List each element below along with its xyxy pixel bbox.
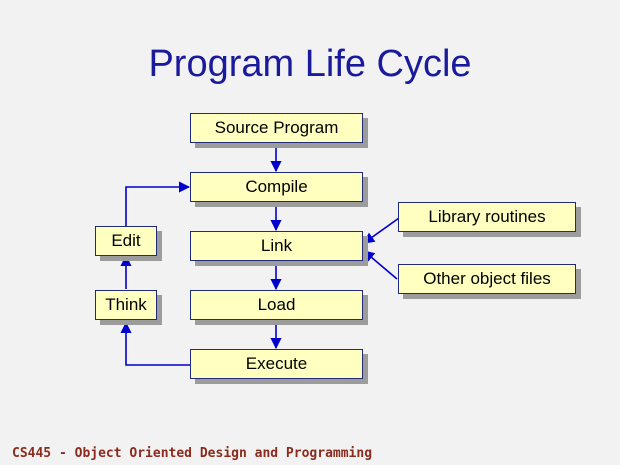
arrow-execute-to-think [120,321,191,366]
source-program-box: Source Program [190,113,363,143]
course-footer: CS445 - Object Oriented Design and Progr… [12,446,373,461]
other-object-files-box: Other object files [398,264,576,294]
arrow-objects-to-link [363,250,398,280]
library-routines-box: Library routines [398,202,576,232]
arrow-edit-to-compile [125,181,191,226]
slide-title: Program Life Cycle [148,43,472,85]
compile-box: Compile [190,172,363,202]
load-box: Load [190,290,363,320]
arrow-library-to-link [363,217,400,244]
think-box: Think [95,290,157,320]
link-box: Link [190,231,363,261]
execute-box: Execute [190,349,363,379]
edit-box: Edit [95,226,157,256]
